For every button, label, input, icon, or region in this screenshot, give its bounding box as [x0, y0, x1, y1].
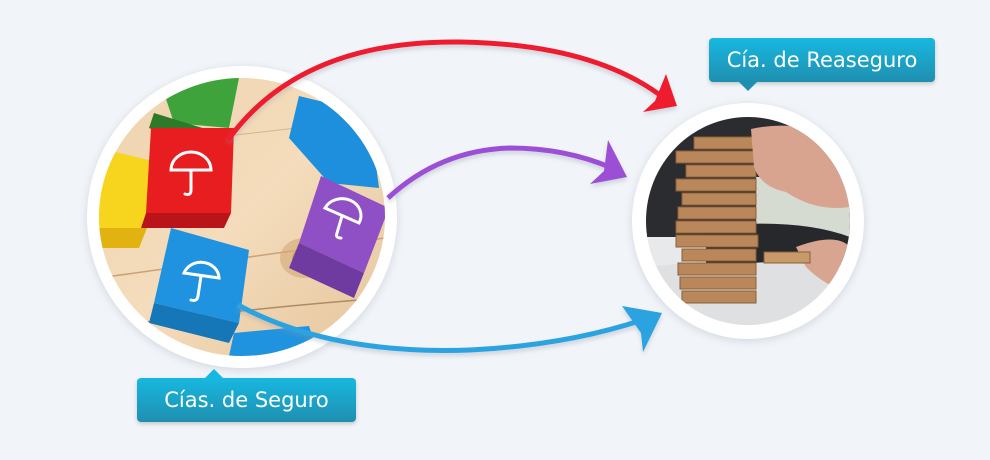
arrow-purple [386, 140, 627, 200]
arrowhead-blue [622, 306, 662, 352]
label-pointer-icon [205, 369, 223, 378]
insurers-photo [99, 78, 385, 356]
umbrella-icon [181, 260, 221, 302]
umbrella-icon [322, 197, 363, 240]
arrow-blue [236, 302, 662, 353]
arrowhead-red [643, 74, 677, 112]
umbrella-blocks-illustration [99, 78, 385, 356]
umbrella-icon [169, 150, 213, 196]
block-tower-illustration [646, 117, 850, 325]
insurers-image-frame [87, 66, 397, 368]
arrow-red [225, 39, 677, 142]
arrowhead-purple [590, 140, 627, 184]
reinsurer-label: Cía. de Reaseguro [709, 38, 935, 91]
reinsurer-photo [646, 117, 850, 325]
reinsurer-label-text: Cía. de Reaseguro [726, 48, 918, 72]
insurers-label-text: Cías. de Seguro [164, 388, 329, 412]
reinsurer-image-frame [632, 103, 864, 339]
label-pointer-icon [739, 82, 757, 91]
insurers-label: Cías. de Seguro [137, 369, 356, 422]
